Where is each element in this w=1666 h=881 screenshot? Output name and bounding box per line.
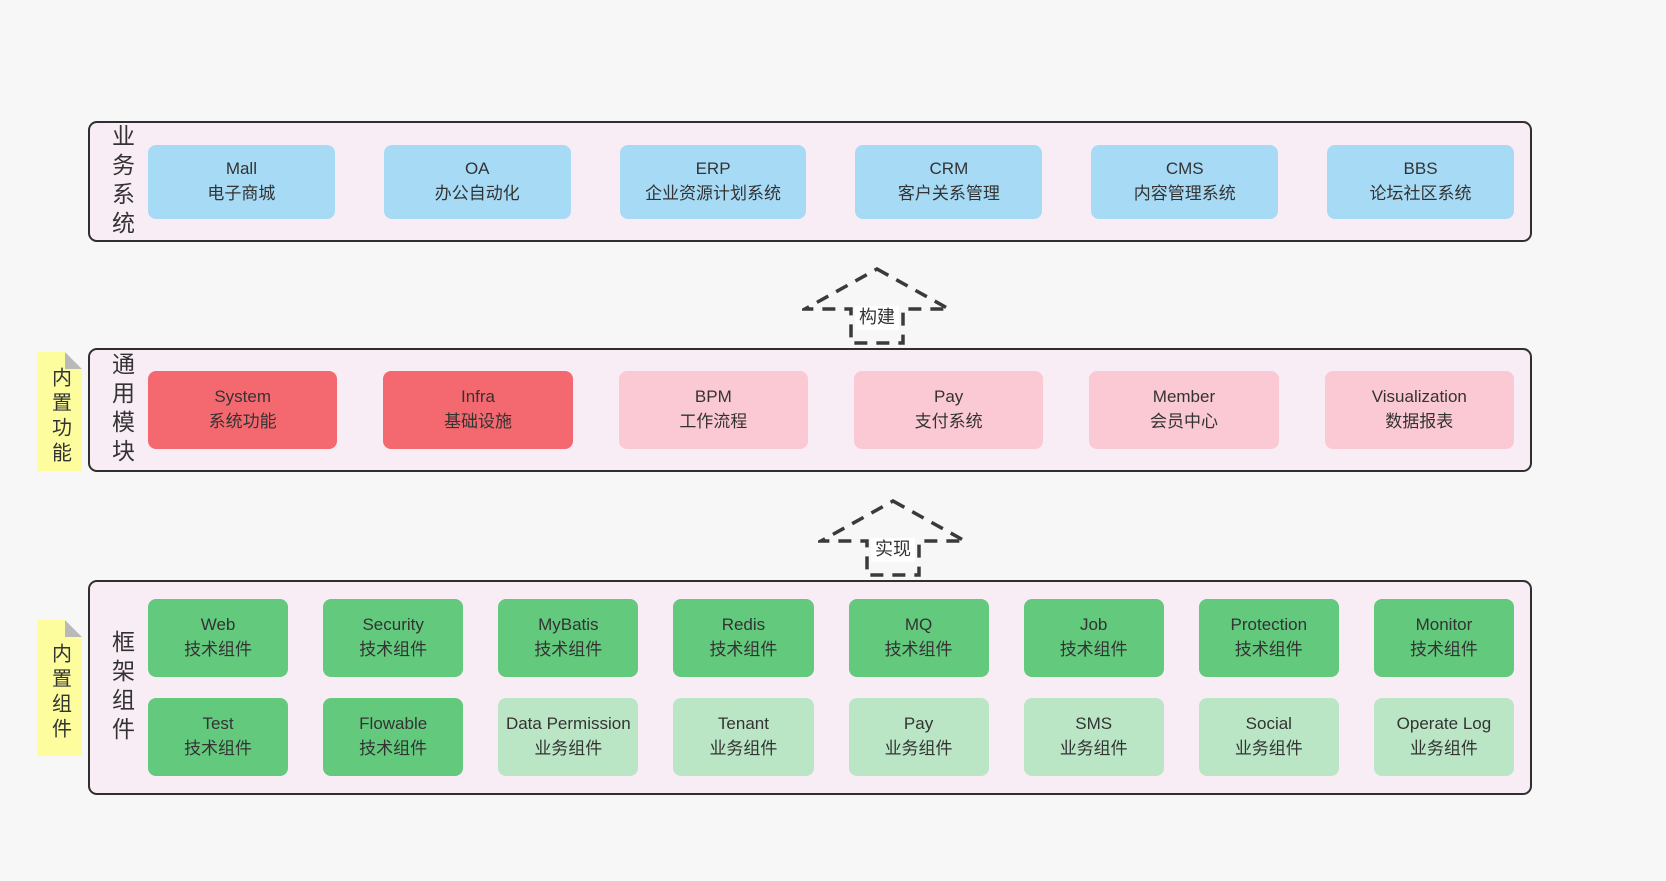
note-fold-icon bbox=[65, 620, 82, 637]
common-modules-panel: 通用模块 System 系统功能 Infra 基础设施 BPM 工作流程 Pay… bbox=[88, 348, 1532, 472]
box-web: Web 技术组件 bbox=[148, 599, 289, 677]
build-arrow: 构建 bbox=[802, 266, 952, 346]
box-infra: Infra 基础设施 bbox=[383, 371, 573, 449]
implement-arrow-label: 实现 bbox=[871, 538, 915, 562]
box-bpm: BPM 工作流程 bbox=[618, 371, 808, 449]
framework-box-row-1: Web 技术组件 Security 技术组件 MyBatis 技术组件 Redi… bbox=[148, 599, 1514, 677]
panel-label-modules: 通用模块 bbox=[108, 352, 135, 468]
up-arrow-icon bbox=[802, 266, 952, 345]
framework-box-row-2: Test 技术组件 Flowable 技术组件 Data Permission … bbox=[148, 698, 1514, 776]
box-oa: OA 办公自动化 bbox=[383, 144, 571, 219]
business-boxes-area: Mall 电子商城 OA 办公自动化 ERP 企业资源计划系统 CRM 客户关系… bbox=[144, 123, 1530, 240]
box-visualization: Visualization 数据报表 bbox=[1324, 371, 1514, 449]
up-arrow-icon bbox=[818, 498, 968, 577]
sticky-note-builtin-components: 内置组件 bbox=[37, 620, 82, 756]
box-job: Job 技术组件 bbox=[1023, 599, 1164, 677]
implement-arrow: 实现 bbox=[818, 498, 968, 578]
box-redis: Redis 技术组件 bbox=[673, 599, 814, 677]
panel-label-business: 业务系统 bbox=[108, 123, 135, 240]
build-arrow-label: 构建 bbox=[855, 306, 899, 330]
sticky-note-text: 内置功能 bbox=[48, 366, 71, 467]
box-pay: Pay 支付系统 bbox=[853, 371, 1044, 449]
sticky-note-text: 内置组件 bbox=[48, 643, 71, 743]
box-pay-biz: Pay 业务组件 bbox=[848, 698, 989, 776]
framework-boxes-area: Web 技术组件 Security 技术组件 MyBatis 技术组件 Redi… bbox=[144, 582, 1530, 793]
business-box-row: Mall 电子商城 OA 办公自动化 ERP 企业资源计划系统 CRM 客户关系… bbox=[148, 144, 1514, 219]
box-sms: SMS 业务组件 bbox=[1023, 698, 1164, 776]
box-mybatis: MyBatis 技术组件 bbox=[498, 599, 639, 677]
box-mq: MQ 技术组件 bbox=[848, 599, 989, 677]
panel-label-framework: 框架组件 bbox=[108, 629, 135, 746]
box-flowable: Flowable 技术组件 bbox=[323, 698, 464, 776]
box-security: Security 技术组件 bbox=[323, 599, 464, 677]
box-protection: Protection 技术组件 bbox=[1198, 599, 1339, 677]
box-operate-log: Operate Log 业务组件 bbox=[1373, 698, 1514, 776]
note-fold-icon bbox=[65, 352, 82, 369]
box-member: Member 会员中心 bbox=[1089, 371, 1279, 449]
box-data-permission: Data Permission 业务组件 bbox=[498, 698, 639, 776]
business-systems-panel: 业务系统 Mall 电子商城 OA 办公自动化 ERP 企业资源计划系统 CRM… bbox=[88, 121, 1532, 242]
box-monitor: Monitor 技术组件 bbox=[1373, 599, 1514, 677]
box-mall: Mall 电子商城 bbox=[148, 144, 335, 219]
sticky-note-builtin-features: 内置功能 bbox=[37, 352, 82, 471]
box-cms: CMS 内容管理系统 bbox=[1091, 144, 1279, 219]
modules-box-row: System 系统功能 Infra 基础设施 BPM 工作流程 Pay 支付系统… bbox=[148, 371, 1514, 449]
box-erp: ERP 企业资源计划系统 bbox=[619, 144, 807, 219]
box-system: System 系统功能 bbox=[148, 371, 338, 449]
framework-components-panel: 框架组件 Web 技术组件 Security 技术组件 MyBatis 技术组件… bbox=[88, 580, 1532, 795]
box-test: Test 技术组件 bbox=[148, 698, 289, 776]
box-tenant: Tenant 业务组件 bbox=[673, 698, 814, 776]
box-social: Social 业务组件 bbox=[1198, 698, 1339, 776]
box-bbs: BBS 论坛社区系统 bbox=[1327, 144, 1514, 219]
modules-boxes-area: System 系统功能 Infra 基础设施 BPM 工作流程 Pay 支付系统… bbox=[144, 350, 1530, 470]
box-crm: CRM 客户关系管理 bbox=[855, 144, 1043, 219]
